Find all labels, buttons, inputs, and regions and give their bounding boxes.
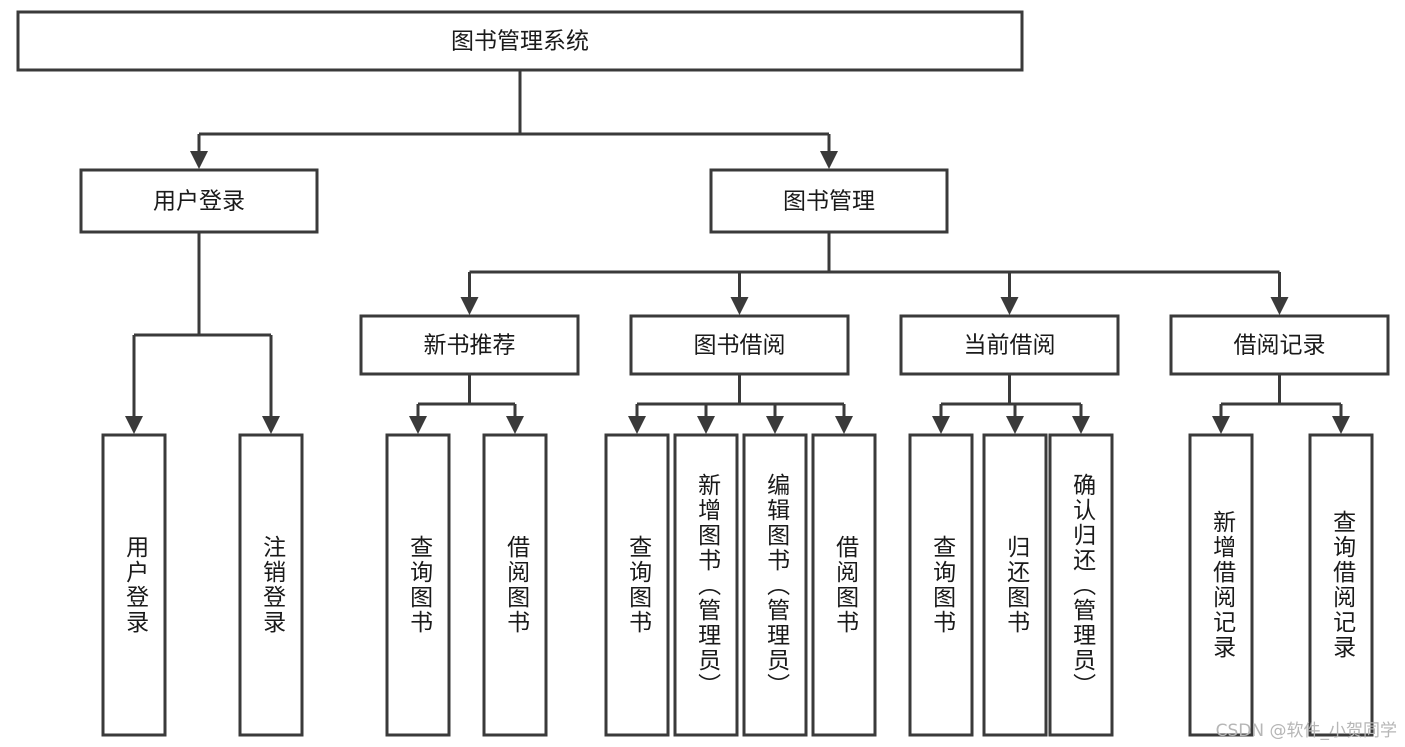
arrow-head-icon [1072,416,1090,434]
arrow-head-icon [730,297,749,315]
node-level3-label-1: 图书借阅 [694,333,786,359]
node-leaf-box-5[interactable] [673,433,739,737]
node-level2-box-1[interactable] [709,168,949,234]
arrow-head-icon [697,416,715,434]
node-leaf-box-9[interactable] [982,433,1048,737]
node-leaf-box-7[interactable] [811,433,877,737]
arrow-head-icon [460,297,479,315]
node-level3-label-0: 新书推荐 [424,333,516,359]
node-level2-box-0[interactable] [79,168,319,234]
node-level2-label-1: 图书管理 [783,189,875,215]
node-level2-label-0: 用户登录 [153,189,245,215]
arrow-head-icon [1000,297,1019,315]
arrow-head-icon [262,416,280,434]
node-leaf-box-11[interactable] [1188,433,1254,737]
arrow-head-icon [835,416,853,434]
arrow-head-icon [506,416,524,434]
arrow-head-icon [628,416,646,434]
node-leaf-box-12[interactable] [1308,433,1374,737]
node-level3-box-3[interactable] [1169,314,1390,376]
arrow-head-icon [932,416,950,434]
node-leaf-box-3[interactable] [482,433,548,737]
arrow-head-icon [409,416,427,434]
node-leaf-box-8[interactable] [908,433,974,737]
arrow-head-icon [190,151,208,169]
node-leaf-box-2[interactable] [385,433,451,737]
connectors-layer [125,70,1350,434]
arrow-head-icon [125,416,143,434]
node-root-box[interactable] [16,10,1024,72]
node-leaf-box-6[interactable] [742,433,808,737]
node-leaf-box-1[interactable] [238,433,304,737]
node-leaf-box-10[interactable] [1048,433,1114,737]
node-leaf-box-4[interactable] [604,433,670,737]
arrow-head-icon [1332,416,1350,434]
node-root-label: 图书管理系统 [451,29,589,55]
node-level3-box-0[interactable] [359,314,580,376]
arrow-head-icon [820,151,838,169]
node-level3-box-1[interactable] [629,314,850,376]
node-leaf-box-0[interactable] [101,433,167,737]
node-level3-label-3: 借阅记录 [1234,333,1326,359]
node-level3-label-2: 当前借阅 [964,333,1056,359]
node-level3-box-2[interactable] [899,314,1120,376]
arrow-head-icon [766,416,784,434]
arrow-head-icon [1212,416,1230,434]
arrow-head-icon [1006,416,1024,434]
watermark: CSDN @软件_小贺同学 [1215,721,1397,741]
boxes-layer [16,10,1390,737]
arrow-head-icon [1270,297,1289,315]
